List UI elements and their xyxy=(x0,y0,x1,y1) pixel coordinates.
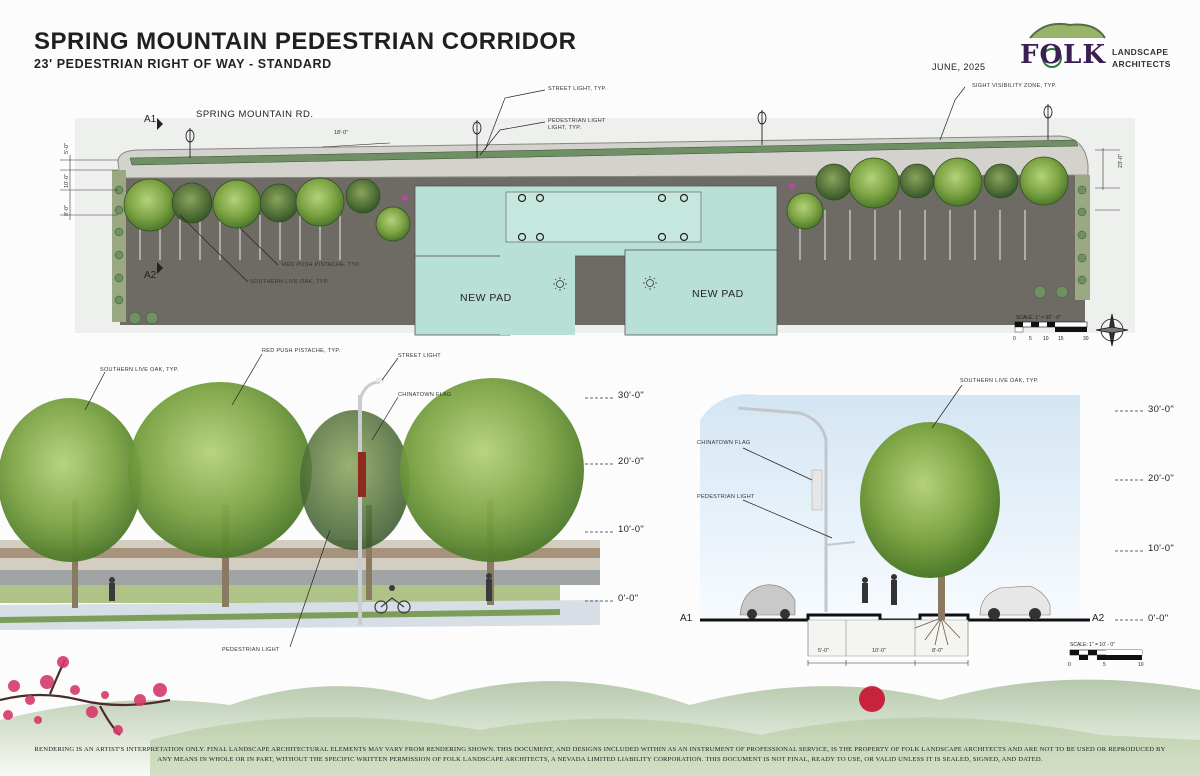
plan-section-a2: A2 xyxy=(144,270,157,281)
landscape-backdrop xyxy=(0,656,1200,776)
section-label-a2: A2 xyxy=(1092,613,1105,624)
callout-street-light: STREET LIGHT, TYP. xyxy=(548,86,607,92)
page-title: SPRING MOUNTAIN PEDESTRIAN CORRIDOR xyxy=(34,28,577,55)
plan-scale-tick: 0 xyxy=(1013,336,1016,342)
page-subtitle: 23' PEDESTRIAN RIGHT OF WAY - STANDARD xyxy=(34,57,332,71)
plan-scale-label: SCALE: 1" = 30' - 0" xyxy=(1016,315,1061,321)
callout-section-flag: CHINATOWN FLAG xyxy=(697,440,751,446)
plan-section-a1: A1 xyxy=(144,114,157,125)
callout-elev-street-light: STREET LIGHT xyxy=(398,353,441,359)
section-label-a1: A1 xyxy=(680,613,693,624)
callout-plan-live-oak: SOUTHERN LIVE OAK, TYP. xyxy=(250,279,329,285)
plan-dim-left-1: 5'-0" xyxy=(64,143,70,154)
section-dim-3: 8'-0" xyxy=(932,648,943,654)
street-elevation xyxy=(0,353,615,648)
callout-section-ped-light: PEDESTRIAN LIGHT xyxy=(697,494,755,500)
callout-elev-pistache: RED PUSH PISTACHE, TYP. xyxy=(262,348,341,354)
plan-dim-left-2: 10'-0" xyxy=(64,173,70,188)
callout-elev-flag: CHINATOWN FLAG xyxy=(398,392,452,398)
callout-elev-live-oak: SOUTHERN LIVE OAK, TYP. xyxy=(100,367,179,373)
section-dim-1: 5'-0" xyxy=(818,648,829,654)
drawing-date: JUNE, 2025 xyxy=(932,62,986,72)
pad-label-right: NEW PAD xyxy=(692,288,744,300)
plan-scale-tick: 5 xyxy=(1029,336,1032,342)
section-level-30: 30'-0" xyxy=(1148,404,1174,415)
section-scale-tick: 0 xyxy=(1068,662,1071,668)
callout-ped-light-line2: LIGHT, TYP. xyxy=(548,125,582,131)
elev-level-10: 10'-0" xyxy=(618,524,644,535)
section-scale-tick: 10 xyxy=(1138,662,1144,668)
disclaimer-text: RENDERING IS AN ARTIST'S INTERPRETATION … xyxy=(34,746,1166,763)
logo-wordmark: FOLK xyxy=(1020,40,1106,70)
section-level-10: 10'-0" xyxy=(1148,543,1174,554)
logo-line-2: ARCHITECTS xyxy=(1112,59,1171,69)
section-scale-tick: 5 xyxy=(1103,662,1106,668)
road-label: SPRING MOUNTAIN RD. xyxy=(196,109,314,120)
plan-view xyxy=(60,86,1135,347)
elev-level-30: 30'-0" xyxy=(618,390,644,401)
elev-level-20: 20'-0" xyxy=(618,456,644,467)
pad-label-left: NEW PAD xyxy=(460,292,512,304)
callout-section-live-oak: SOUTHERN LIVE OAK, TYP. xyxy=(960,378,1039,384)
plan-scale-tick: 10 xyxy=(1043,336,1049,342)
plan-scale-tick: 30 xyxy=(1083,336,1089,342)
logo-tree-icon xyxy=(1029,22,1106,68)
elev-level-0: 0'-0" xyxy=(618,593,639,604)
street-section xyxy=(700,384,1145,666)
logo-line-1: LANDSCAPE xyxy=(1112,47,1169,57)
section-level-0: 0'-0" xyxy=(1148,613,1169,624)
callout-elev-ped-light: PEDESTRIAN LIGHT xyxy=(222,647,280,653)
section-dim-2: 10'-0" xyxy=(872,648,887,654)
section-scale-label: SCALE: 1" = 10' - 0" xyxy=(1070,642,1115,648)
section-level-20: 20'-0" xyxy=(1148,473,1174,484)
callout-plan-pistache: RED PUSH PISTACHE, TYP. xyxy=(282,262,361,268)
plan-dim-right: 23'-0" xyxy=(1118,153,1124,168)
plan-scale-tick: 15 xyxy=(1058,336,1064,342)
callout-ped-light-line1: PEDESTRIAN LIGHT xyxy=(548,118,606,124)
plan-dim-left-3: 8'-0" xyxy=(64,205,70,216)
tree-spacing-dimension: 18'-0" xyxy=(334,130,349,136)
callout-sight-zone: SIGHT VISIBILITY ZONE, TYP. xyxy=(972,83,1057,89)
